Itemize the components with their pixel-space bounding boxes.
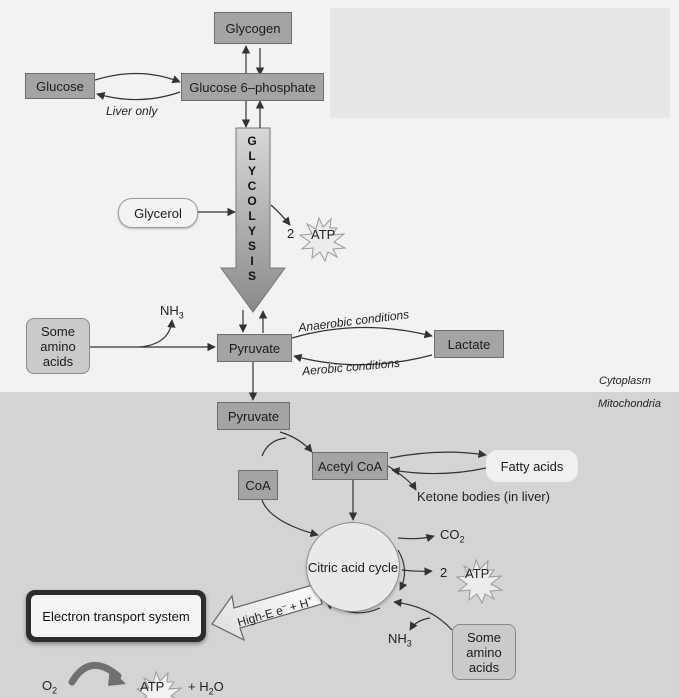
- glycerol-node: Glycerol: [118, 198, 198, 228]
- atp-burst-2: [455, 558, 504, 605]
- glucose-node: Glucose: [25, 73, 95, 99]
- coa-label: CoA: [245, 477, 271, 493]
- citric-acid-cycle-node: Citric acid cycle: [306, 522, 400, 612]
- water-label: + H2O: [188, 679, 224, 697]
- some-amino-acids-label-2: Some amino acids: [466, 629, 502, 675]
- pyruvate-node-mitochondria: Pyruvate: [217, 402, 290, 430]
- co2-label: CO2: [440, 527, 465, 545]
- atp-count-2: 2: [440, 565, 448, 580]
- some-amino-acids-node-2: Some amino acids: [452, 624, 516, 680]
- glycogen-label: Glycogen: [225, 20, 281, 36]
- o2-label: O2: [42, 678, 58, 696]
- atp-count-1: 2: [287, 226, 295, 241]
- atp-burst-3: [135, 670, 183, 698]
- lactate-node: Lactate: [434, 330, 504, 358]
- atp-label-1: ATP: [311, 227, 336, 242]
- some-amino-acids-label-1: Some amino acids: [40, 323, 76, 369]
- acetyl-coa-label: Acetyl CoA: [317, 458, 383, 474]
- atp-label-2: ATP: [465, 566, 490, 581]
- background-page-shading: [330, 8, 670, 118]
- pyruvate-label-2: Pyruvate: [227, 408, 280, 424]
- electron-transport-system-label: Electron transport system: [42, 608, 190, 624]
- atp-label-3: ATP: [140, 679, 165, 694]
- acetyl-coa-node: Acetyl CoA: [312, 452, 388, 480]
- some-amino-acids-node-1: Some amino acids: [26, 318, 90, 374]
- glycerol-label: Glycerol: [134, 205, 182, 221]
- pyruvate-label-1: Pyruvate: [228, 340, 281, 356]
- glycogen-node: Glycogen: [214, 12, 292, 44]
- nh3-label-2: NH3: [388, 631, 412, 649]
- pyruvate-node-cytoplasm: Pyruvate: [217, 334, 292, 362]
- glucose-label: Glucose: [36, 78, 84, 94]
- liver-only-label: Liver only: [106, 104, 158, 118]
- fatty-acids-node: Fatty acids: [486, 450, 578, 482]
- glucose-6-phosphate-label: Glucose 6–phosphate: [189, 79, 316, 95]
- ketone-bodies-label: Ketone bodies (in liver): [417, 489, 550, 504]
- fatty-acids-label: Fatty acids: [500, 458, 564, 474]
- atp-burst-1: [298, 216, 347, 263]
- glucose-6-phosphate-node: Glucose 6–phosphate: [181, 73, 324, 101]
- glycolysis-arrow: [220, 127, 286, 313]
- lactate-label: Lactate: [447, 336, 491, 352]
- nh3-label-1: NH3: [160, 303, 184, 321]
- electron-transport-system-node: Electron transport system: [26, 590, 206, 642]
- mitochondria-label: Mitochondria: [598, 398, 661, 410]
- cytoplasm-label: Cytoplasm: [599, 375, 651, 387]
- coa-node: CoA: [238, 470, 278, 500]
- citric-acid-cycle-label: Citric acid cycle: [307, 559, 399, 575]
